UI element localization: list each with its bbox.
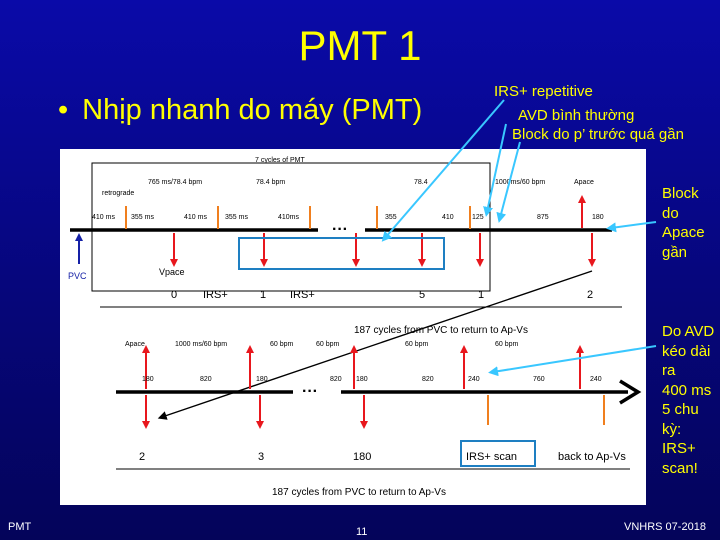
- bottom-marker-label: 60 bpm: [495, 341, 519, 348]
- ellipsis: ···: [302, 383, 318, 400]
- interval-label: 355 ms: [225, 214, 248, 221]
- note-line: do: [662, 204, 679, 222]
- interval-label: 125: [472, 214, 484, 221]
- bottom-interval: 820: [422, 376, 434, 383]
- note-avd-normal: AVD bình thường: [518, 107, 635, 124]
- bullet-text: Nhịp nhanh do máy (PMT): [82, 94, 423, 126]
- bottom-interval: 760: [533, 376, 545, 383]
- timing-diagram-svg: 7 cycles of PMT 765 ms/78.4 bpm 78.4 bpm…: [68, 157, 642, 498]
- slide-title: PMT 1: [298, 22, 422, 69]
- page-number: 11: [356, 526, 368, 538]
- top-rate-label: 765 ms/78.4 bpm: [148, 179, 202, 186]
- interval-label: 180: [592, 214, 604, 221]
- bottom-interval: 240: [468, 376, 480, 383]
- interval-label: 410 ms: [92, 214, 115, 221]
- cycle-label: 180: [353, 451, 371, 463]
- vpace-label: Vpace: [159, 267, 185, 277]
- note-line: 5 chu: [662, 401, 699, 418]
- note-line: IRS+: [662, 440, 696, 457]
- top-caption: 187 cycles from PVC to return to Ap-Vs: [354, 325, 528, 336]
- cycle-label: 2: [139, 451, 145, 463]
- cycle-label: 1: [260, 289, 266, 301]
- interval-label: 410ms: [278, 214, 300, 221]
- interval-label: 410 ms: [184, 214, 207, 221]
- bottom-interval: 180: [256, 376, 268, 383]
- note-line: 400 ms: [662, 381, 712, 399]
- top-rate-label: 78.4: [414, 179, 428, 186]
- bottom-marker-label: 1000 ms/60 bpm: [175, 341, 227, 348]
- irs-highlight-box: [238, 237, 445, 270]
- retrograde-label: retrograde: [102, 190, 134, 197]
- top-rate-label: 1000ms/60 bpm: [495, 179, 545, 186]
- note-line: scan!: [662, 459, 698, 477]
- footer-right: VNHRS 07-2018: [624, 521, 706, 533]
- cycle-label: 3: [258, 451, 264, 463]
- note-line: ra: [662, 362, 676, 379]
- top-rate-label: 78.4 bpm: [256, 179, 285, 186]
- bottom-interval: 240: [590, 376, 602, 383]
- irs-scan-box: [460, 440, 536, 467]
- bottom-interval: 180: [356, 376, 368, 383]
- top-rate-label: Apace: [574, 179, 594, 186]
- interval-label: 355: [385, 214, 397, 221]
- bottom-interval: 820: [330, 376, 342, 383]
- note-line: kéo dài: [662, 342, 711, 360]
- timeline-arrowhead: [619, 379, 642, 405]
- note-block-p: Block do p’ trước quá gần: [512, 126, 684, 143]
- interval-label: 410: [442, 214, 454, 221]
- cycle-label: 1: [478, 289, 484, 301]
- bottom-marker-label: 60 bpm: [316, 341, 340, 348]
- note-line: Apace: [662, 224, 705, 241]
- note-line: kỳ:: [662, 420, 682, 438]
- irs-scan-label: IRS+ scan: [466, 451, 517, 463]
- bottom-marker-label: 60 bpm: [405, 341, 429, 348]
- interval-label: 875: [537, 214, 549, 221]
- bottom-marker-label: Apace: [125, 341, 145, 348]
- bullet-dot: •: [58, 94, 69, 126]
- cycle-label: 2: [587, 289, 593, 301]
- note-line: Do AVD: [662, 323, 715, 340]
- pvc-label: PVC: [68, 271, 87, 281]
- bottom-interval: 180: [142, 376, 154, 383]
- ellipsis: ···: [332, 221, 348, 238]
- note-irs-repetitive: IRS+ repetitive: [494, 83, 593, 100]
- cycle-label: 0: [171, 289, 177, 301]
- top-header: 7 cycles of PMT: [255, 157, 306, 164]
- cycle-label: 5: [419, 289, 425, 301]
- cycle-label: IRS+: [203, 289, 228, 301]
- bullet-point: • Nhịp nhanh do máy (PMT): [58, 94, 422, 127]
- note-line: Block: [662, 185, 699, 202]
- pmt-timing-diagram: 7 cycles of PMT 765 ms/78.4 bpm 78.4 bpm…: [60, 149, 646, 505]
- interval-label: 355 ms: [131, 214, 154, 221]
- note-line: gần: [662, 243, 688, 261]
- note-avd-prolong: Do AVD kéo dài ra 400 ms 5 chu kỳ: IRS+ …: [662, 322, 714, 478]
- bottom-interval: 820: [200, 376, 212, 383]
- footer-left: PMT: [8, 521, 32, 533]
- note-block-apace: Block do Apace gần: [662, 184, 705, 262]
- bottom-marker-label: 60 bpm: [270, 341, 294, 348]
- bottom-caption: 187 cycles from PVC to return to Ap-Vs: [272, 487, 446, 498]
- cycle-label: IRS+: [290, 289, 315, 301]
- back-to-apvs-label: back to Ap-Vs: [558, 451, 626, 463]
